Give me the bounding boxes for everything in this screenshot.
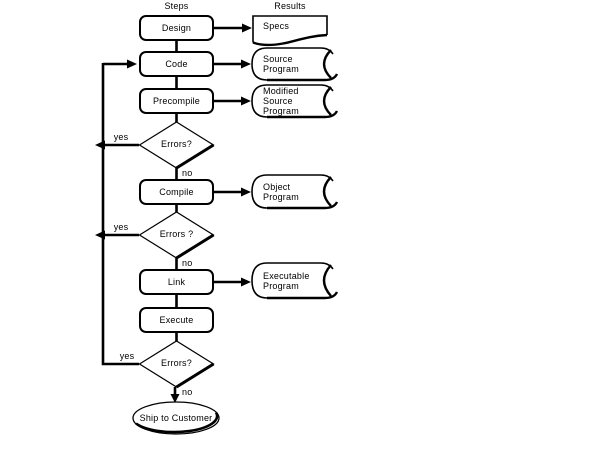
decision-label-1: Errors? [161,139,192,149]
result-shape-executable-bottom [267,291,339,300]
decision-label-3: Errors? [161,358,192,368]
branch-label-yes-2: yes [113,222,129,232]
process-box-link [139,269,214,295]
process-box-compile [139,179,214,205]
process-label-design: Design [161,23,192,33]
branch-label-yes-1: yes [113,132,129,142]
result-label-source-program: Source Program [263,54,299,74]
terminal-ellipse-shadow [135,411,219,434]
process-box-execute [139,307,214,333]
process-box-precompile [139,88,214,114]
terminal-ellipse [132,401,220,435]
branch-label-no-3: no [182,387,193,397]
result-shape-modified-lip [322,86,332,116]
result-shape-source [251,47,334,81]
arrowhead-right-specs-icon [242,23,252,33]
process-box-design [139,15,214,41]
column-header-results: Results [274,1,306,11]
column-header-steps: Steps [164,1,189,11]
process-label-execute: Execute [159,315,194,325]
decision-label-2: Errors ? [159,229,194,239]
arrowhead-right-executable-icon [241,277,251,287]
arrowhead-right-object-icon [241,187,251,197]
result-label-specs: Specs [263,21,290,31]
branch-label-no-1: no [182,168,193,178]
result-shape-modified-bottom [267,110,339,119]
process-label-code: Code [165,59,188,69]
result-shape-specs [252,15,328,43]
arrowhead-left-yes-1-icon [95,140,105,150]
result-shape-specs-wave [252,33,328,47]
result-shape-source-lip [322,49,332,79]
arrowhead-right-source-icon [241,59,251,69]
decision-diamond-2-shadow [175,233,215,260]
result-label-modified-source-program: Modified Source Program [263,86,299,116]
result-shape-modified [251,84,334,118]
arrowhead-right-modified-icon [241,96,251,106]
result-shape-object-lip [322,176,332,207]
result-label-object-program: Object Program [263,181,299,202]
arrowhead-down-terminal-icon [170,394,180,403]
result-shape-object-bottom [267,201,339,210]
result-shape-executable [251,262,334,299]
result-label-executable-program: Executable Program [263,270,310,291]
decision-diamond-1-shadow [175,143,215,170]
terminal-label: Ship to Customer [139,413,213,423]
branch-label-no-2: no [182,258,193,268]
arrowhead-left-yes-2-icon [95,230,105,240]
process-label-link: Link [167,277,186,287]
branch-label-yes-3: yes [119,351,135,361]
process-label-precompile: Precompile [152,96,201,106]
result-shape-executable-lip [322,264,332,297]
connector-feedback-loop [101,62,139,366]
process-box-code [139,51,214,77]
decision-diamond-3-shadow [175,362,215,389]
result-shape-object [251,174,334,209]
process-label-compile: Compile [159,187,194,197]
result-shape-source-bottom [267,73,339,82]
arrowhead-right-code-icon [127,59,137,69]
